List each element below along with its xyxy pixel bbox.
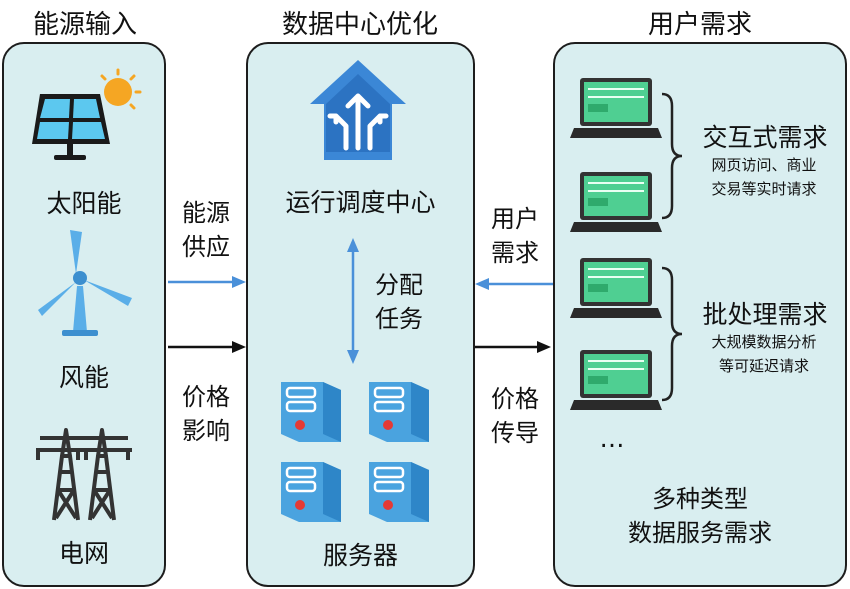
user-demand-line2: 需求 [491,239,539,267]
task-assign-label: 分配 任务 [362,268,436,336]
task-assign-line1: 分配 [375,271,423,299]
batch-demand-title: 批处理需求 [702,300,828,329]
interactive-demand-title: 交互式需求 [702,123,828,152]
price-transmit-line1: 价格 [491,385,539,413]
user-demand-arrow [475,278,553,290]
price-influence-line2: 影响 [182,417,230,445]
price-transmit-line2: 传导 [491,419,539,447]
price-influence-arrow [168,341,246,353]
user-section-title: 用户需求 [647,10,752,40]
price-influence-line1: 价格 [182,383,230,411]
energy-supply-line1: 能源 [182,199,230,227]
batch-desc-line2: 等可延迟请求 [718,357,809,375]
laptop-icon [570,258,662,318]
laptop-icon [570,78,662,138]
price-transmit-label: 价格 传导 [477,382,553,450]
summary-line2: 数据服务需求 [628,519,772,547]
price-influence-label: 价格 影响 [168,380,244,448]
interactive-brace [661,92,683,220]
user-demand-line1: 用户 [491,205,539,233]
task-assign-line2: 任务 [375,305,423,333]
server-icon [369,462,429,522]
energy-supply-label: 能源 供应 [168,196,244,264]
laptop-icon [570,350,662,410]
batch-demand-desc: 大规模数据分析 等可延迟请求 [686,330,842,378]
datacenter-section-title: 数据中心优化 [281,10,438,40]
energy-supply-arrow [168,276,246,288]
power-tower-icon [36,428,132,521]
server-icon [281,462,341,522]
scheduling-center-label: 运行调度中心 [285,188,436,217]
wind-turbine-icon [38,230,132,336]
more-users-ellipsis: … [599,424,625,453]
servers-label: 服务器 [322,541,398,570]
wind-label: 风能 [58,363,109,392]
price-transmit-arrow [475,341,551,353]
solar-panel-icon [32,68,142,160]
energy-section-title: 能源输入 [32,10,137,40]
laptop-icon [570,172,662,232]
user-demand-label: 用户 需求 [477,202,553,270]
solar-label: 太阳能 [46,189,122,218]
interactive-desc-line2: 交易等实时请求 [711,180,817,198]
interactive-desc-line1: 网页访问、商业 [711,156,817,174]
summary-line1: 多种类型 [652,485,748,513]
energy-supply-line2: 供应 [182,233,230,261]
interactive-demand-desc: 网页访问、商业 交易等实时请求 [686,153,842,201]
task-assign-arrow [347,238,359,364]
server-icon [281,382,341,442]
grid-label: 电网 [58,539,109,568]
scheduling-center-icon [310,60,406,160]
batch-desc-line1: 大规模数据分析 [711,333,817,351]
server-icon [369,382,429,442]
batch-brace [661,266,683,402]
summary-label: 多种类型 数据服务需求 [553,482,847,550]
